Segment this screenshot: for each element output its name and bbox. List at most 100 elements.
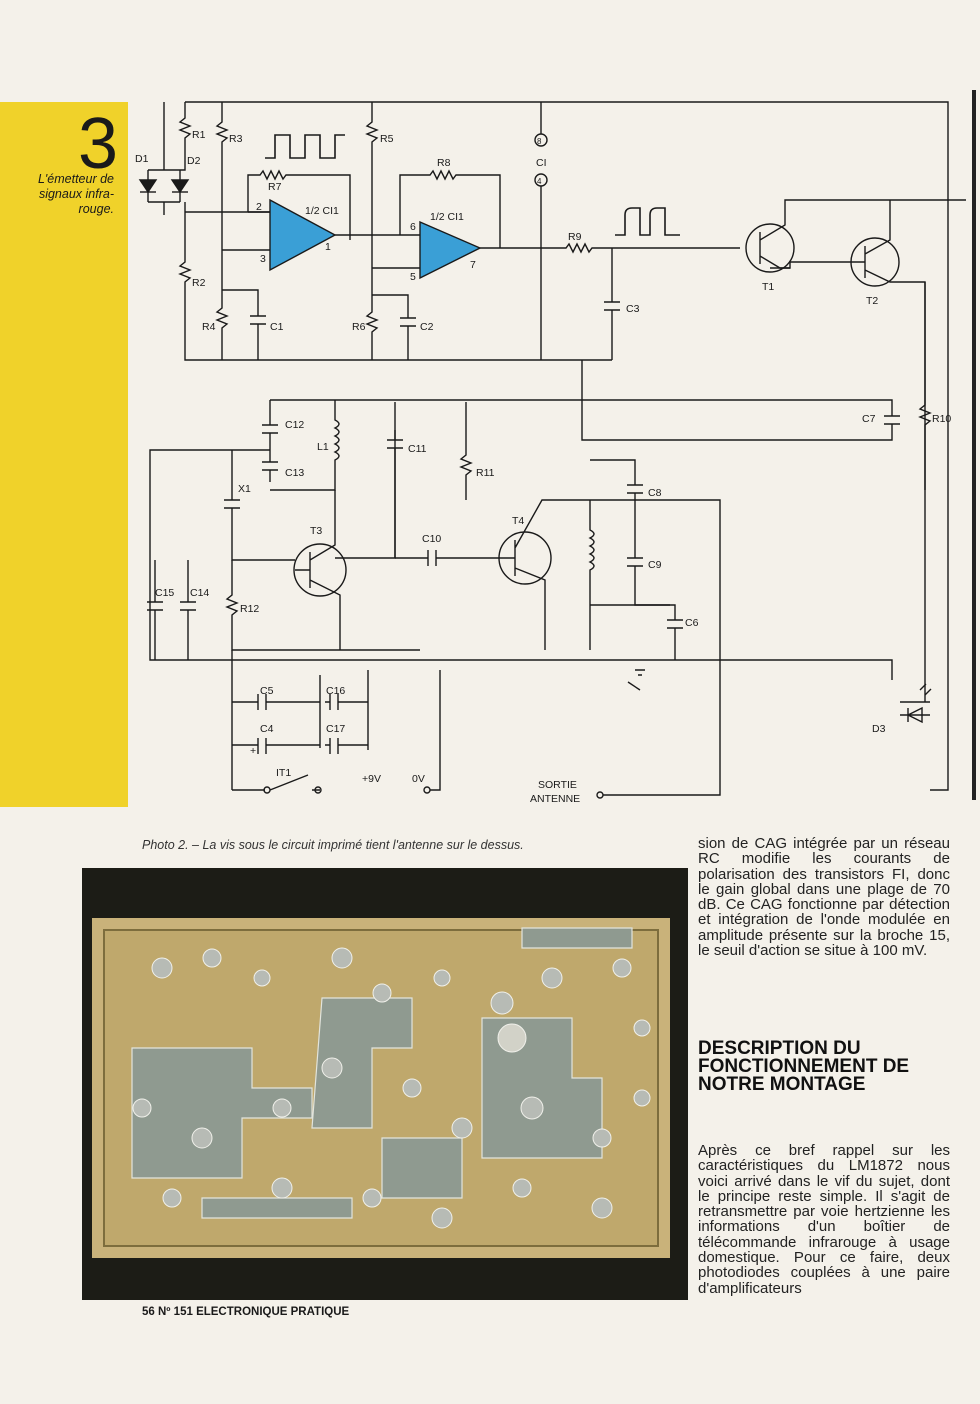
circuit-schematic: R1 R3 D1 D2 R2 R4 C1 R7 2 3 1 1/2 CI1 R5… xyxy=(135,101,966,805)
label-r1: R1 xyxy=(192,129,206,141)
label-c2: C2 xyxy=(420,321,434,333)
capacitors-c8-c9-c6 xyxy=(590,459,683,660)
opamp-2 xyxy=(419,220,482,280)
label-pin1: 1 xyxy=(325,241,331,253)
photo-caption: Photo 2. – La vis sous le circuit imprim… xyxy=(142,838,524,852)
capacitor-c1 xyxy=(222,289,266,360)
label-pin8: 8 xyxy=(537,137,542,146)
label-c1: C1 xyxy=(270,321,284,333)
capacitors-c5-c4-c16-c17 xyxy=(231,650,369,790)
label-c3: C3 xyxy=(626,303,640,315)
label-t4: T4 xyxy=(512,515,524,527)
pcb-photo xyxy=(82,868,688,1300)
label-c14: C14 xyxy=(190,587,209,599)
label-t1: T1 xyxy=(762,281,774,293)
capacitors-c12-c13 xyxy=(262,400,278,482)
resistor-r11 xyxy=(459,402,473,500)
label-ci: CI xyxy=(536,157,547,169)
resistor-r1 xyxy=(178,102,192,171)
label-c15: C15 xyxy=(155,587,174,599)
resistor-r4 xyxy=(215,290,229,360)
switch-it1 xyxy=(232,774,320,791)
capacitor-c10 xyxy=(395,550,500,566)
label-antenne: ANTENNE xyxy=(530,793,580,805)
label-pin5: 5 xyxy=(410,271,416,283)
label-plus: + xyxy=(250,745,256,757)
resistor-r5 xyxy=(365,102,379,295)
figure-caption: L'émetteur de signaux infra-rouge. xyxy=(37,172,114,216)
label-t3: T3 xyxy=(310,525,322,537)
label-0v: 0V xyxy=(412,773,425,785)
capacitor-c7 xyxy=(270,360,900,441)
label-c9: C9 xyxy=(648,559,662,571)
label-c13: C13 xyxy=(285,467,304,479)
crystal-x1 xyxy=(224,450,295,561)
transistor-t1 xyxy=(745,199,966,273)
resistor-r6 xyxy=(365,295,379,360)
resistor-r2 xyxy=(178,202,612,361)
ground-rail xyxy=(149,449,893,680)
label-r4: R4 xyxy=(202,321,216,333)
capacitor-c11 xyxy=(387,430,403,558)
label-r8: R8 xyxy=(437,157,451,169)
label-it1: IT1 xyxy=(276,767,291,779)
label-d2: D2 xyxy=(187,155,201,167)
label-sortie: SORTIE xyxy=(538,779,577,791)
opamp-1 xyxy=(269,198,337,272)
label-d1: D1 xyxy=(135,153,149,165)
label-c12: C12 xyxy=(285,419,304,431)
label-r5: R5 xyxy=(380,133,394,145)
label-c10: C10 xyxy=(422,533,441,545)
label-plus9v: +9V xyxy=(362,773,381,785)
article-paragraph-2: Après ce bref rappel sur les caractérist… xyxy=(698,1142,950,1297)
square-wave-1 xyxy=(265,134,345,159)
label-c5: C5 xyxy=(260,685,274,697)
label-pin7: 7 xyxy=(470,259,476,271)
label-r11: R11 xyxy=(476,467,495,479)
label-r10: R10 xyxy=(932,413,951,425)
label-c11: C11 xyxy=(408,443,427,455)
feedback-r8 xyxy=(375,169,550,249)
article-column-top: sion de CAG intégrée par un réseau RC mo… xyxy=(698,836,950,958)
label-t2: T2 xyxy=(866,295,878,307)
figure-number: 3 xyxy=(77,104,118,184)
ground-symbol xyxy=(627,669,645,691)
label-pin6: 6 xyxy=(410,221,416,233)
label-pin2: 2 xyxy=(256,201,262,213)
label-c7: C7 xyxy=(862,413,876,425)
label-r12: R12 xyxy=(240,603,259,615)
feedback-r7 xyxy=(247,169,375,240)
label-c4: C4 xyxy=(260,723,274,735)
label-r7: R7 xyxy=(268,181,282,193)
label-ci-half-b: 1/2 CI1 xyxy=(430,211,464,223)
figure-yellow-band xyxy=(0,102,128,807)
transistor-t3 xyxy=(293,402,396,650)
resistor-r3 xyxy=(215,102,229,290)
square-wave-2 xyxy=(615,207,680,236)
section-heading: DESCRIPTION DU FONCTIONNEMENT DE NOTRE M… xyxy=(698,1038,910,1095)
resistor-r12 xyxy=(225,560,420,651)
top-power-rail xyxy=(185,101,949,791)
transistor-t4 xyxy=(498,499,721,790)
inductor-l1 xyxy=(270,400,340,491)
label-c8: C8 xyxy=(648,487,662,499)
resistor-r9 xyxy=(550,242,740,254)
label-c16: C16 xyxy=(326,685,345,697)
label-ci-half-a: 1/2 CI1 xyxy=(305,205,339,217)
label-l1: L1 xyxy=(317,441,329,453)
label-d3: D3 xyxy=(872,723,886,735)
coil-primary xyxy=(588,500,670,650)
page-footer: 56 Nº 151 ELECTRONIQUE PRATIQUE xyxy=(142,1306,350,1318)
page-edge-line xyxy=(972,90,976,800)
label-c17: C17 xyxy=(326,723,345,735)
article-paragraph-1: sion de CAG intégrée par un réseau RC mo… xyxy=(698,835,950,960)
label-r9: R9 xyxy=(568,231,582,243)
antenna-output xyxy=(603,790,721,796)
label-c6: C6 xyxy=(685,617,699,629)
label-x1: X1 xyxy=(238,483,251,495)
label-pin3: 3 xyxy=(260,253,266,265)
label-r2: R2 xyxy=(192,277,206,289)
transistor-t2 xyxy=(770,200,926,490)
article-column-bottom: Après ce bref rappel sur les caractérist… xyxy=(698,1143,950,1296)
capacitor-c2 xyxy=(372,294,416,360)
